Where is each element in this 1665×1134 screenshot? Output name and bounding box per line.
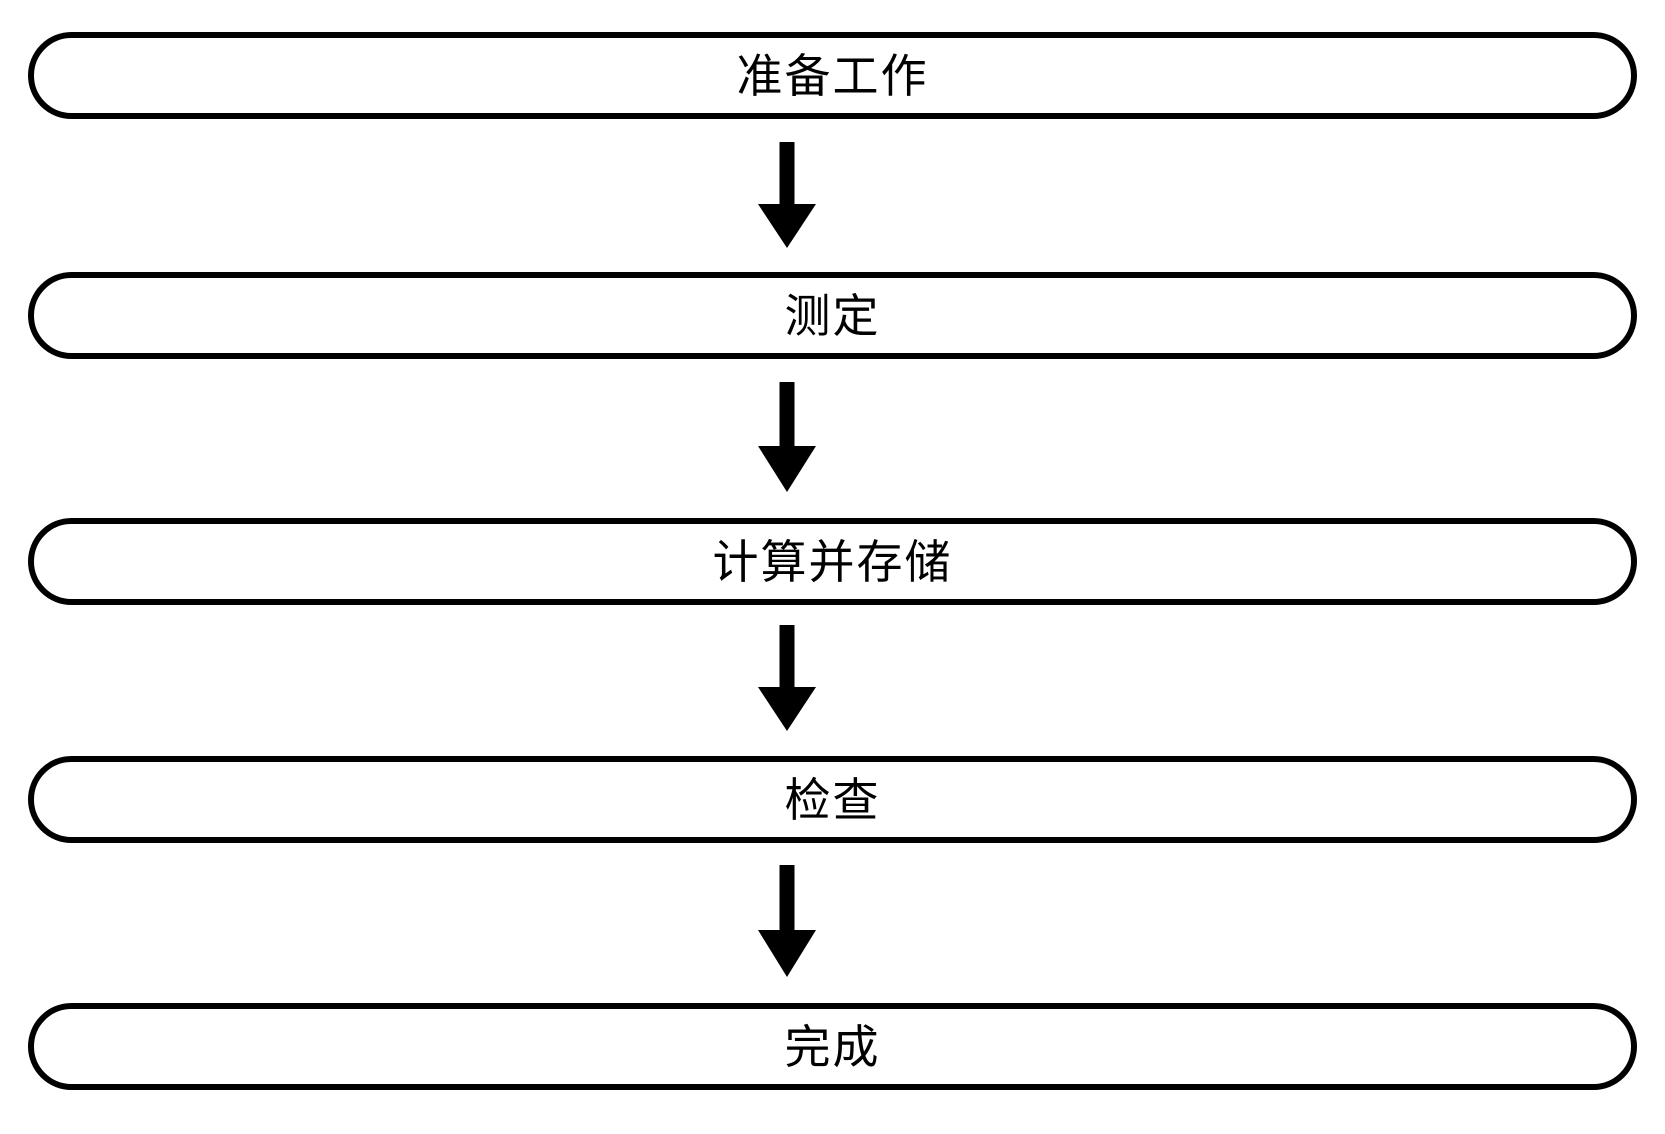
flow-node-calculate-and-store[interactable]: 计算并存储 [28, 518, 1637, 605]
flow-connector-arrow-down-2 [757, 382, 817, 492]
flow-node-complete[interactable]: 完成 [28, 1003, 1637, 1090]
flow-node-measurement[interactable]: 测定 [28, 272, 1637, 359]
flow-node-label: 测定 [784, 288, 881, 343]
flow-node-label: 完成 [784, 1019, 881, 1074]
flow-connector-arrow-down-1 [757, 142, 817, 248]
flow-node-check[interactable]: 检查 [28, 756, 1637, 843]
flow-connector-arrow-down-4 [757, 865, 817, 977]
flow-node-label: 准备工作 [736, 48, 929, 103]
flow-node-label: 计算并存储 [712, 534, 953, 589]
flow-node-label: 检查 [784, 772, 881, 827]
flow-node-preparation[interactable]: 准备工作 [28, 32, 1637, 119]
flow-connector-arrow-down-3 [757, 625, 817, 731]
